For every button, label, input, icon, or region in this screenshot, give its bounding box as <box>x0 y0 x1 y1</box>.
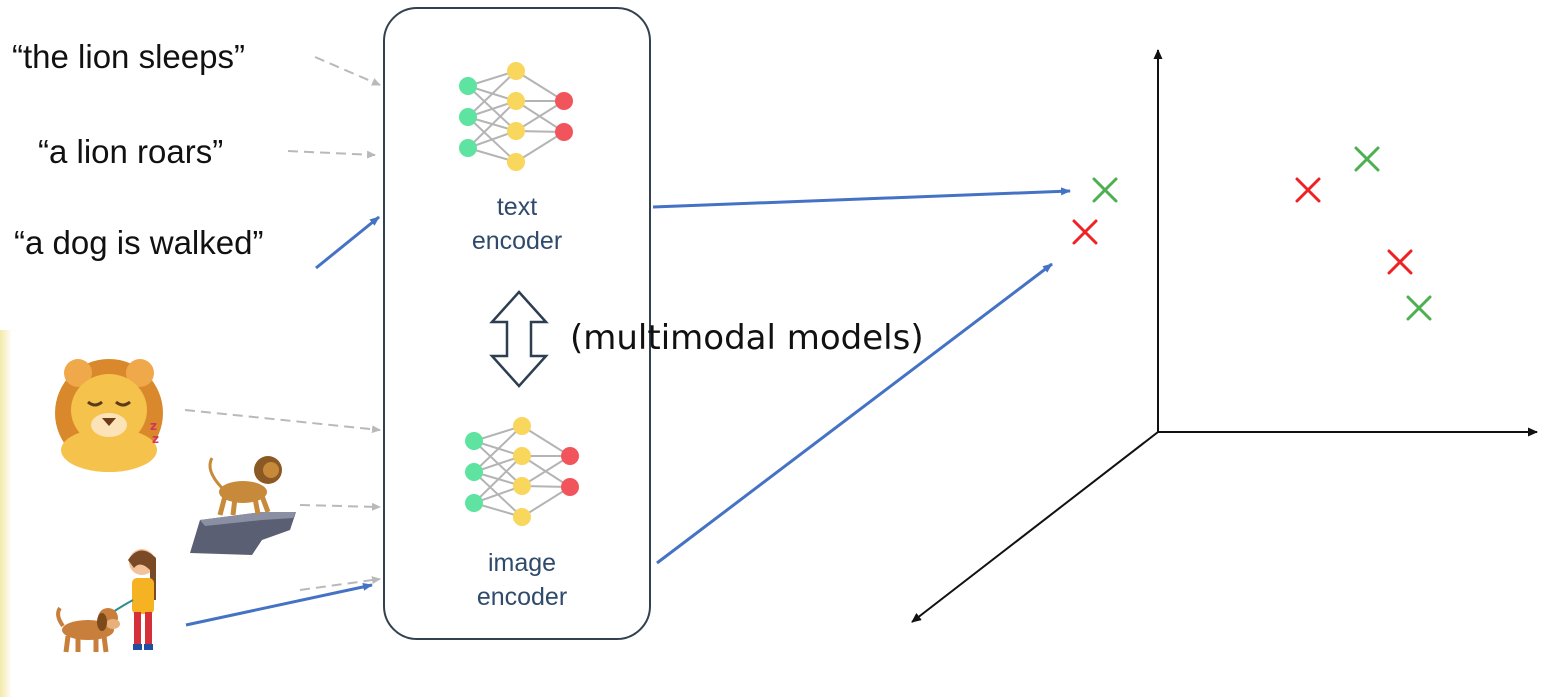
embedding-point-3 <box>1295 177 1321 203</box>
blue-arrow-image-embedding <box>656 262 1053 565</box>
blue-arrow-dog-image-to-image-encoder <box>185 582 373 627</box>
dashed-arrow-caption2 <box>287 150 376 159</box>
text-encoder-label: text encoder <box>417 190 617 258</box>
multimodal-models-label: (multimodal models) <box>570 318 924 358</box>
image-encoder-label-line2: encoder <box>476 583 568 611</box>
text-encoder-network-icon <box>459 62 573 171</box>
double-arrow-icon <box>489 290 549 388</box>
dashed-input-arrows <box>184 56 381 591</box>
caption-the-lion-sleeps: “the lion sleeps” <box>12 38 245 75</box>
image-encoder-label: image encoder <box>422 546 622 614</box>
dog-walker-image <box>56 549 156 653</box>
sleeping-lion-image: z z <box>55 359 163 472</box>
blue-arrow-text-embedding <box>652 187 1071 209</box>
embedding-point-5 <box>1387 249 1413 275</box>
image-encoder-network-icon <box>465 417 579 526</box>
blue-arrow-caption3-to-text-encoder <box>315 215 380 270</box>
embedding-point-1 <box>1092 177 1118 203</box>
blue-arrows <box>185 187 1071 627</box>
text-encoder-label-line1: text <box>496 193 538 221</box>
caption-a-lion-roars: “a lion roars” <box>38 133 224 170</box>
embedding-point-6 <box>1406 295 1432 321</box>
dashed-arrow-image1 <box>184 409 381 434</box>
embedding-space-axes <box>911 49 1538 623</box>
z-axis <box>911 431 1159 623</box>
dashed-arrow-image3 <box>299 576 381 591</box>
dashed-arrow-image2 <box>299 502 381 511</box>
caption-a-dog-is-walked: “a dog is walked” <box>14 224 264 261</box>
image-encoder-label-line1: image <box>487 549 557 577</box>
left-edge-highlight <box>0 330 12 697</box>
text-encoder-label-line2: encoder <box>471 227 563 255</box>
embedding-points <box>1072 146 1432 321</box>
embedding-point-4 <box>1354 146 1380 172</box>
svg-text:z: z <box>150 419 157 433</box>
svg-text:z: z <box>152 432 159 446</box>
encoder-container <box>383 7 651 640</box>
dashed-arrow-caption1 <box>314 56 381 86</box>
embedding-point-2 <box>1072 219 1098 245</box>
roaring-lion-image <box>190 456 296 555</box>
